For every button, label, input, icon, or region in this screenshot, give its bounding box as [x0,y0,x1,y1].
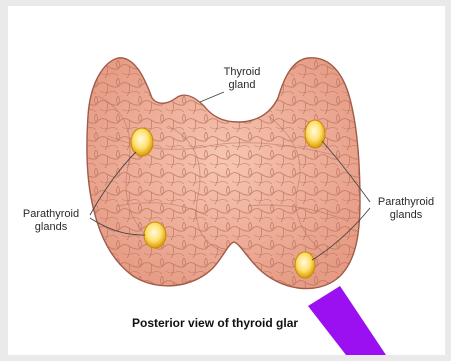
figure-caption: Posterior view of thyroid glar [132,316,298,330]
parathyroid-upper-left [131,128,153,156]
label-parathyroid-right: Parathyroid glands [370,196,442,222]
thyroid-leader-line [200,92,224,102]
parathyroid-lower-right [295,252,315,278]
parathyroid-lower-left [144,222,166,248]
purple-pen-overlay [308,286,386,355]
diagram-canvas: Thyroid gland Parathyroid glands Parathy… [8,6,445,355]
label-parathyroid-left: Parathyroid glands [12,208,90,234]
parathyroid-upper-right [305,120,325,148]
thyroid-illustration [8,6,445,355]
label-thyroid-gland: Thyroid gland [212,66,272,92]
